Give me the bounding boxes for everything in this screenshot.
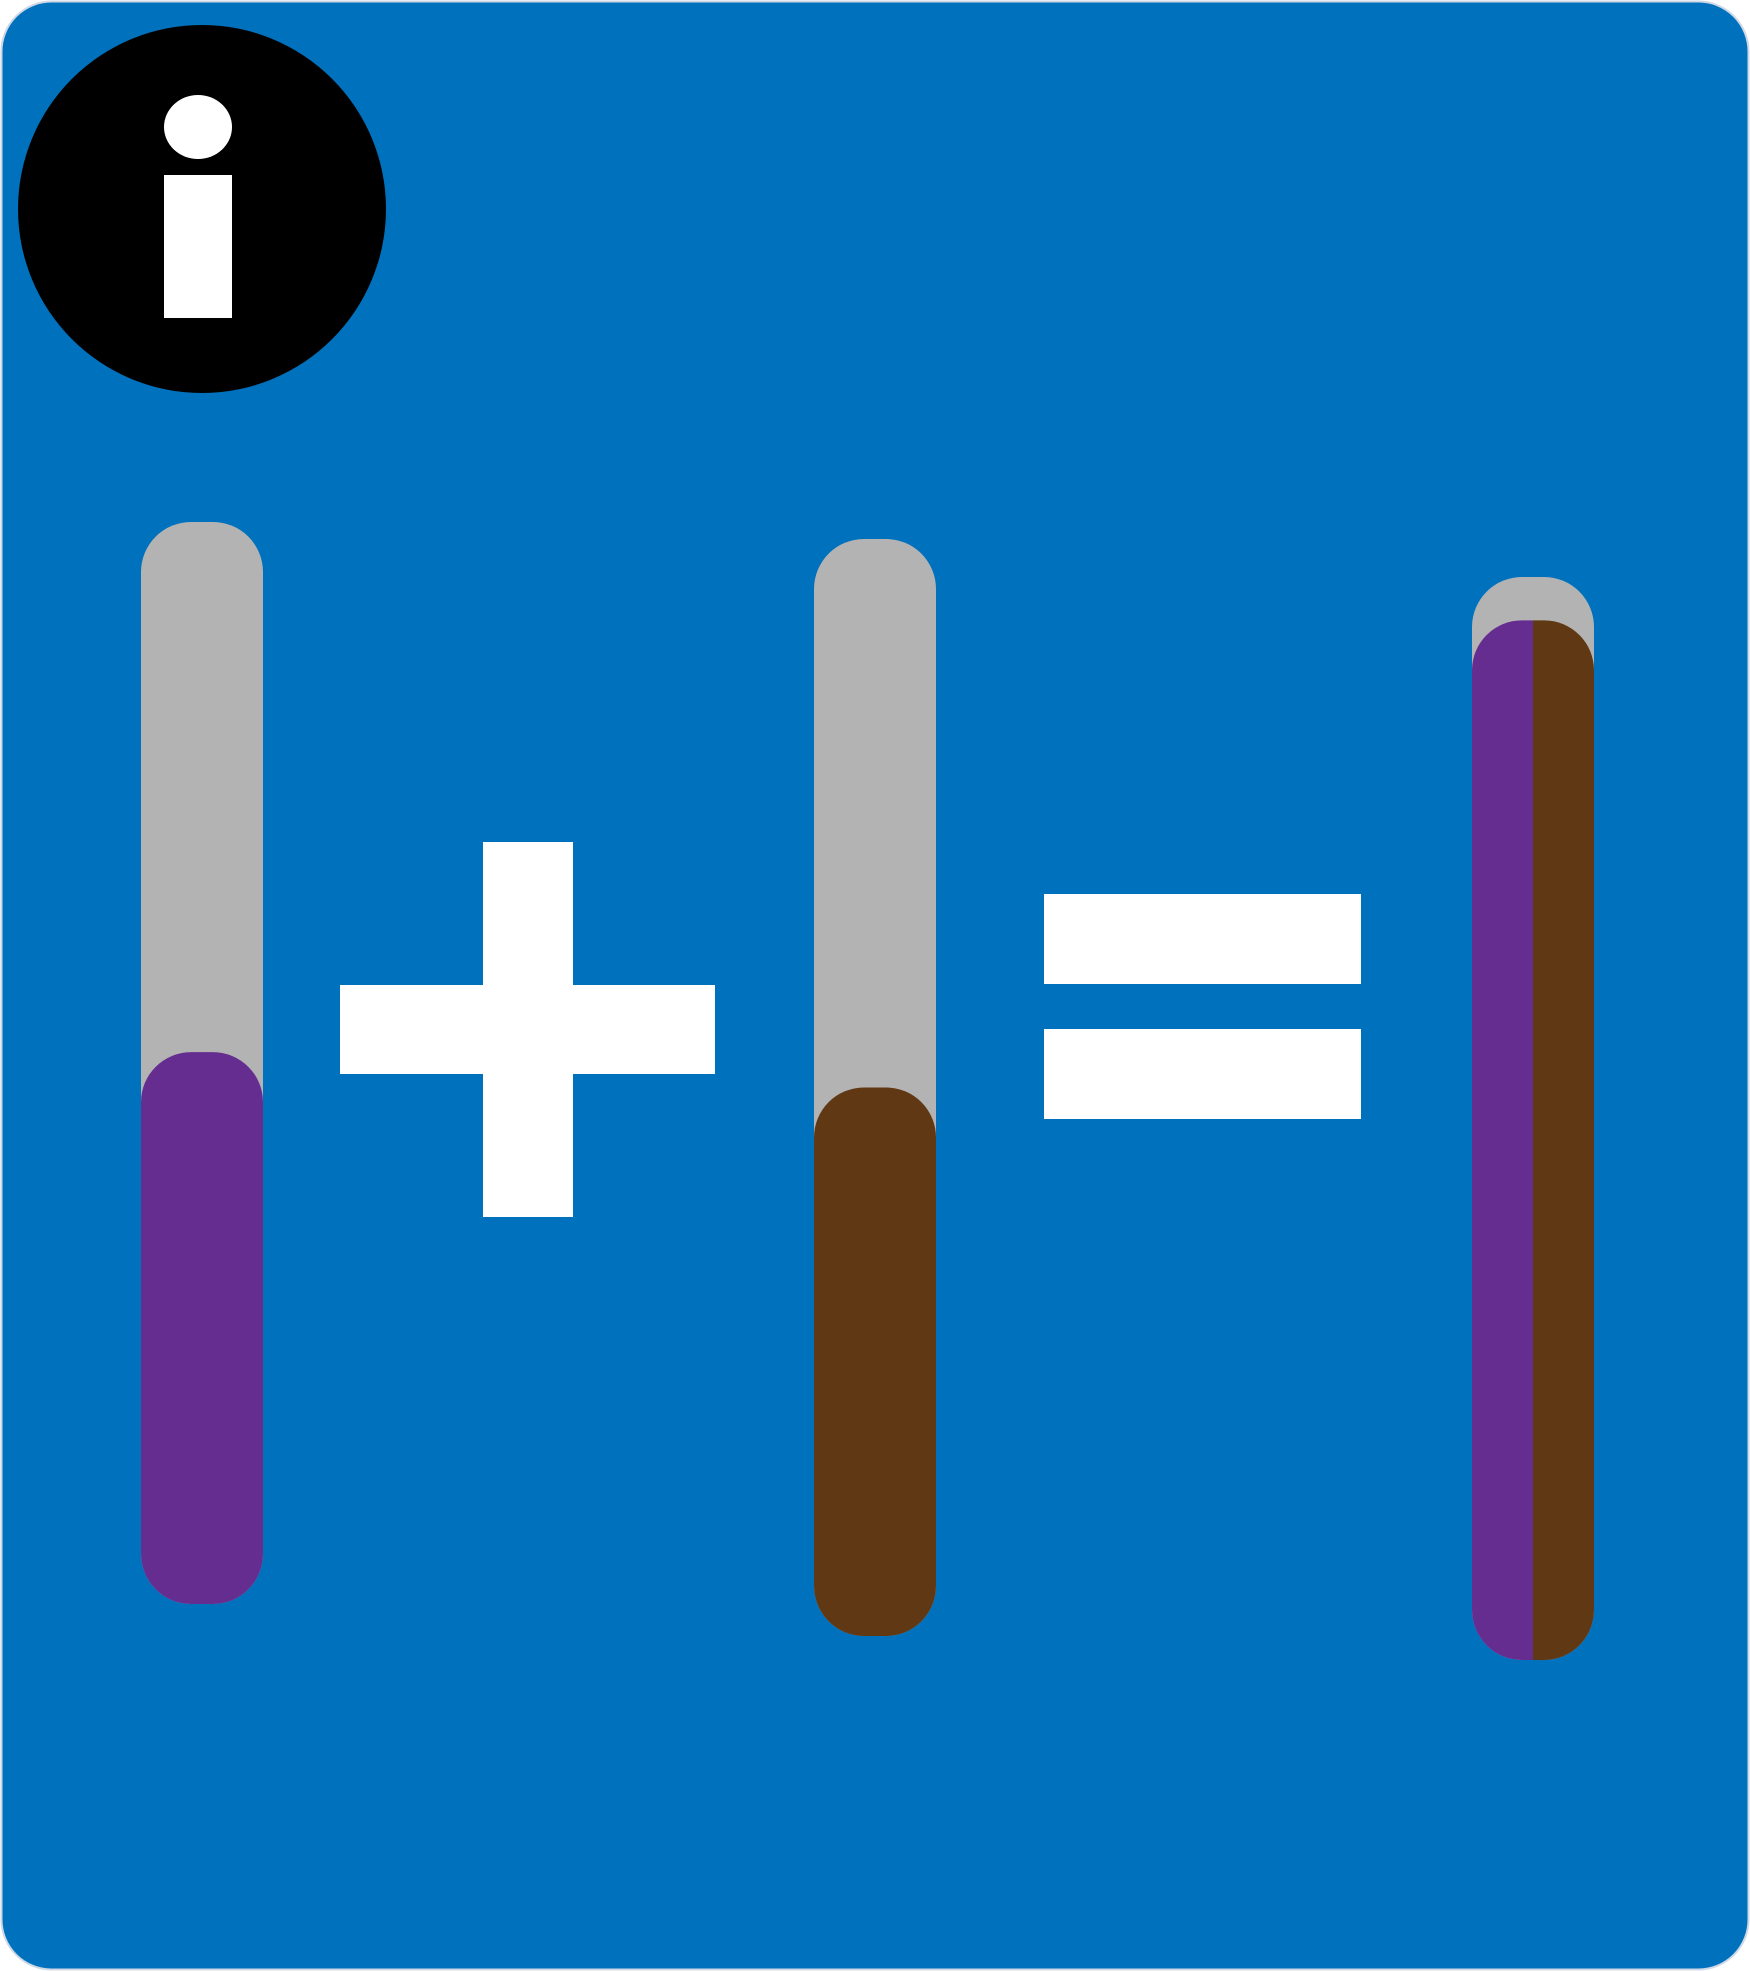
left-tube-fill bbox=[141, 1052, 263, 1604]
equals-sign bbox=[1044, 894, 1361, 1119]
result-tube-brown-fill bbox=[1533, 620, 1594, 1660]
equals-top-bar bbox=[1044, 894, 1361, 984]
equals-bottom-bar bbox=[1044, 1029, 1361, 1119]
info-icon bbox=[18, 25, 386, 393]
middle-tube bbox=[814, 539, 936, 1636]
plus-sign bbox=[340, 842, 715, 1217]
left-tube bbox=[141, 522, 263, 1604]
info-stem bbox=[164, 175, 232, 318]
info-dot bbox=[164, 95, 232, 159]
result-tube-purple-fill bbox=[1472, 620, 1533, 1660]
middle-tube-fill bbox=[814, 1087, 936, 1636]
result-tube bbox=[1472, 577, 1594, 1660]
plus-horizontal-bar bbox=[340, 985, 715, 1074]
